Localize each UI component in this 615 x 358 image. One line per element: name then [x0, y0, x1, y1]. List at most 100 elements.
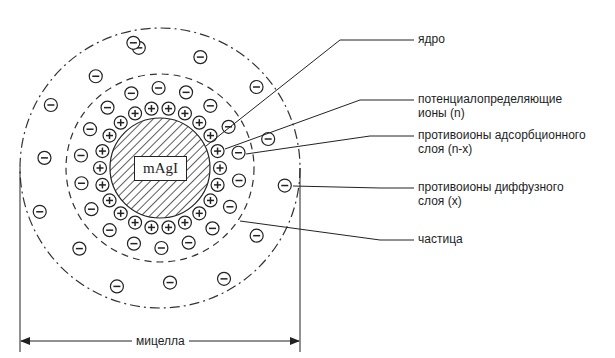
ion-sign [236, 180, 243, 182]
positive-ion [162, 102, 175, 115]
callout-label: противоионы диффузного слоя (x) [418, 180, 568, 208]
ion-circle [145, 221, 158, 234]
ion-sign [120, 210, 122, 217]
ion-circle [85, 203, 98, 216]
positive-ion [211, 178, 224, 191]
leader-line [240, 221, 414, 240]
ion-circle [155, 241, 168, 254]
positive-ion [204, 129, 217, 142]
ion-sign [87, 128, 94, 130]
ion-circle [96, 145, 109, 158]
leader-line [246, 136, 414, 154]
ion-circle [103, 224, 116, 237]
leader-lines [206, 40, 414, 240]
negative-ion [44, 99, 57, 112]
ion-circle [180, 86, 193, 99]
negative-ion [33, 205, 46, 218]
negative-ion [127, 237, 140, 250]
positive-ion [193, 207, 206, 220]
ion-circle [127, 36, 140, 49]
ion-circle [211, 145, 224, 158]
ion-sign [199, 119, 201, 126]
ion-sign [168, 224, 170, 231]
positive-ion [94, 162, 107, 175]
ion-circle [193, 207, 206, 220]
ion-sign [106, 229, 113, 231]
ion-sign [134, 219, 136, 226]
ion-circle [214, 162, 227, 175]
ion-sign [128, 93, 135, 95]
ion-circle [94, 162, 107, 175]
negative-ion [250, 81, 263, 94]
ion-sign [36, 211, 43, 213]
positive-ion [214, 162, 227, 175]
ion-circle [250, 229, 263, 242]
negative-ion [194, 51, 207, 64]
positive-ion [103, 129, 116, 142]
negative-ion [89, 70, 102, 83]
ion-circle [103, 194, 116, 207]
ion-circle [103, 129, 116, 142]
ion-sign [134, 110, 136, 117]
negative-ion [110, 280, 123, 293]
extension-line [20, 168, 21, 352]
ion-sign [219, 165, 221, 172]
negative-ion [155, 241, 168, 254]
callout-label: ядро [418, 32, 588, 46]
ion-circle [278, 179, 291, 192]
core-box: mAgI [134, 156, 187, 181]
ion-sign [88, 208, 95, 210]
ion-circle [193, 116, 206, 129]
positive-ion [103, 194, 116, 207]
ion-circle [125, 87, 138, 100]
ion-sign [130, 42, 137, 44]
ion-sign [167, 282, 174, 284]
ion-circle [233, 174, 246, 187]
ion-sign [113, 286, 120, 288]
ion-circle [110, 280, 123, 293]
negative-ion [182, 236, 195, 249]
positive-ion [129, 107, 142, 120]
ion-circle [162, 102, 175, 115]
ion-circle [145, 102, 158, 115]
ion-circle [129, 107, 142, 120]
core-hatch [110, 118, 210, 218]
ion-sign [221, 278, 228, 280]
ion-sign [184, 219, 186, 226]
positive-ion [178, 216, 191, 229]
ion-sign [99, 165, 101, 172]
ion-circle [162, 221, 175, 234]
ion-sign [151, 105, 153, 112]
negative-ion [85, 203, 98, 216]
ion-sign [209, 228, 216, 230]
negative-ion [74, 149, 87, 162]
positive-ion [204, 194, 217, 207]
ion-circle [164, 276, 177, 289]
negative-ion [232, 146, 245, 159]
ion-sign [226, 206, 233, 208]
ion-sign [217, 181, 219, 188]
ion-circle [182, 236, 195, 249]
positive-ion [96, 145, 109, 158]
ion-sign [265, 138, 272, 140]
ion-symbols [33, 36, 291, 293]
positive-ion [211, 145, 224, 158]
ion-sign [102, 148, 104, 155]
ion-sign [76, 248, 83, 250]
ion-circle [223, 200, 236, 213]
positive-ion [162, 221, 175, 234]
positive-ion [114, 116, 127, 129]
positive-ion [193, 116, 206, 129]
ion-sign [151, 224, 153, 231]
dimension-line [20, 168, 300, 352]
leader-line [293, 186, 414, 188]
ion-sign [210, 132, 212, 139]
ion-sign [210, 197, 212, 204]
ion-sign [92, 76, 99, 78]
ion-circle [127, 237, 140, 250]
ion-circle [211, 178, 224, 191]
negative-ion [180, 86, 193, 99]
positive-ion [114, 207, 127, 220]
negative-ion [127, 36, 140, 49]
ion-circle [84, 123, 97, 136]
